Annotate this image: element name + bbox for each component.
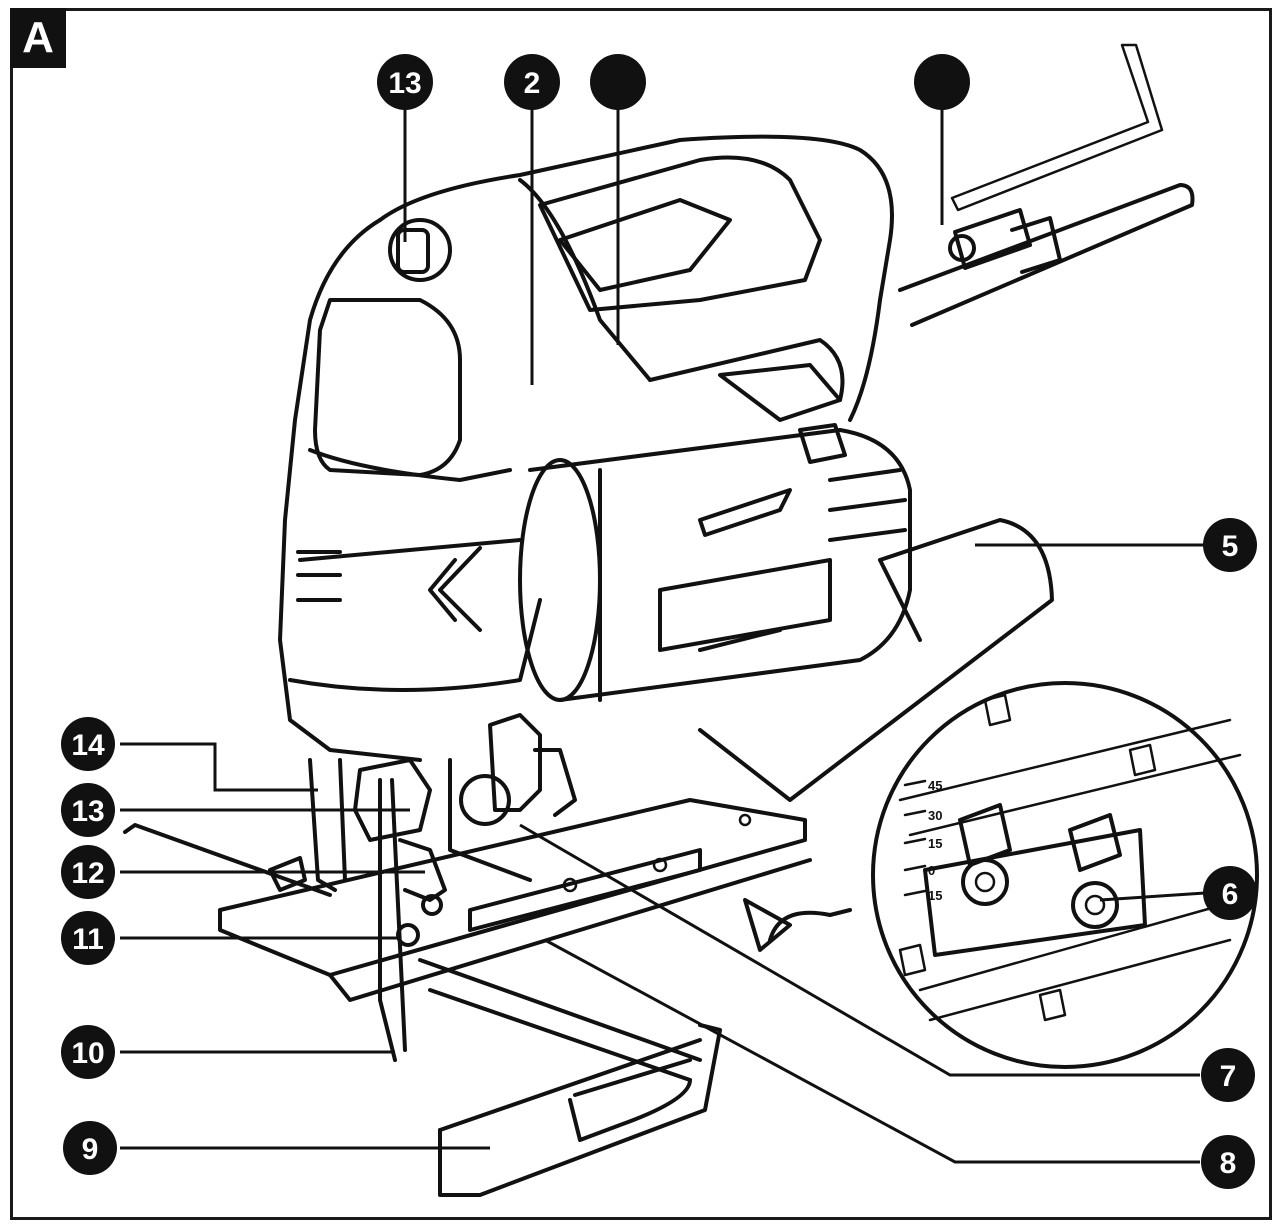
- svg-text:13: 13: [388, 67, 421, 100]
- scale-mark-5: 15: [928, 888, 942, 903]
- callout-13: 13: [61, 783, 115, 837]
- callout-3: [590, 54, 646, 110]
- callout-14: 14: [61, 717, 115, 771]
- callout-7: 7: [1201, 1048, 1255, 1102]
- scale-mark-3: 15: [928, 836, 942, 851]
- svg-text:2: 2: [524, 67, 541, 100]
- scale-mark-4: 0: [928, 863, 935, 878]
- svg-text:13: 13: [71, 795, 104, 828]
- base-plate-drawing: [218, 798, 812, 1002]
- bevel-lever-drawing: [448, 713, 577, 882]
- svg-text:8: 8: [1220, 1147, 1237, 1180]
- callout-9: 9: [63, 1121, 117, 1175]
- parallel-guide-drawing: [123, 823, 722, 1197]
- front-housing-drawing: [278, 218, 542, 762]
- svg-text:10: 10: [71, 1037, 104, 1070]
- inset-magnified-view: [743, 681, 1259, 1069]
- svg-text:5: 5: [1222, 530, 1239, 563]
- inset-arrow-curve: [768, 908, 852, 942]
- leader-lines: [120, 108, 1206, 1164]
- handle-drawing: [378, 134, 894, 464]
- callout-13-top: 13: [377, 54, 433, 110]
- allen-key-drawing: [950, 43, 1164, 212]
- figure-frame: [10, 8, 1272, 1220]
- callout-11: 11: [61, 911, 115, 965]
- motor-housing-drawing: [518, 428, 912, 702]
- svg-text:6: 6: [1222, 878, 1239, 911]
- svg-text:14: 14: [71, 729, 105, 762]
- callout-5: 5: [1203, 518, 1257, 572]
- callout-6: 6: [1203, 866, 1257, 920]
- callout-8: 8: [1201, 1135, 1255, 1189]
- svg-text:11: 11: [72, 923, 104, 956]
- scale-mark-1: 45: [928, 778, 942, 793]
- svg-text:12: 12: [71, 857, 104, 890]
- callout-10: 10: [61, 1025, 115, 1079]
- dust-tube-drawing: [698, 518, 1054, 802]
- callout-2: 2: [504, 54, 560, 110]
- svg-text:9: 9: [82, 1133, 99, 1166]
- inset-arrow-head-icon: [743, 898, 792, 952]
- blade-clamp-drawing: [268, 758, 447, 1062]
- bevel-scale-marks: 45 30 15 0 15: [903, 778, 942, 903]
- callout-4: [914, 54, 970, 110]
- figure-label: A: [10, 8, 66, 68]
- power-cord-drawing: [898, 183, 1195, 327]
- svg-text:7: 7: [1220, 1060, 1237, 1093]
- callout-12: 12: [61, 845, 115, 899]
- scale-mark-2: 30: [928, 808, 942, 823]
